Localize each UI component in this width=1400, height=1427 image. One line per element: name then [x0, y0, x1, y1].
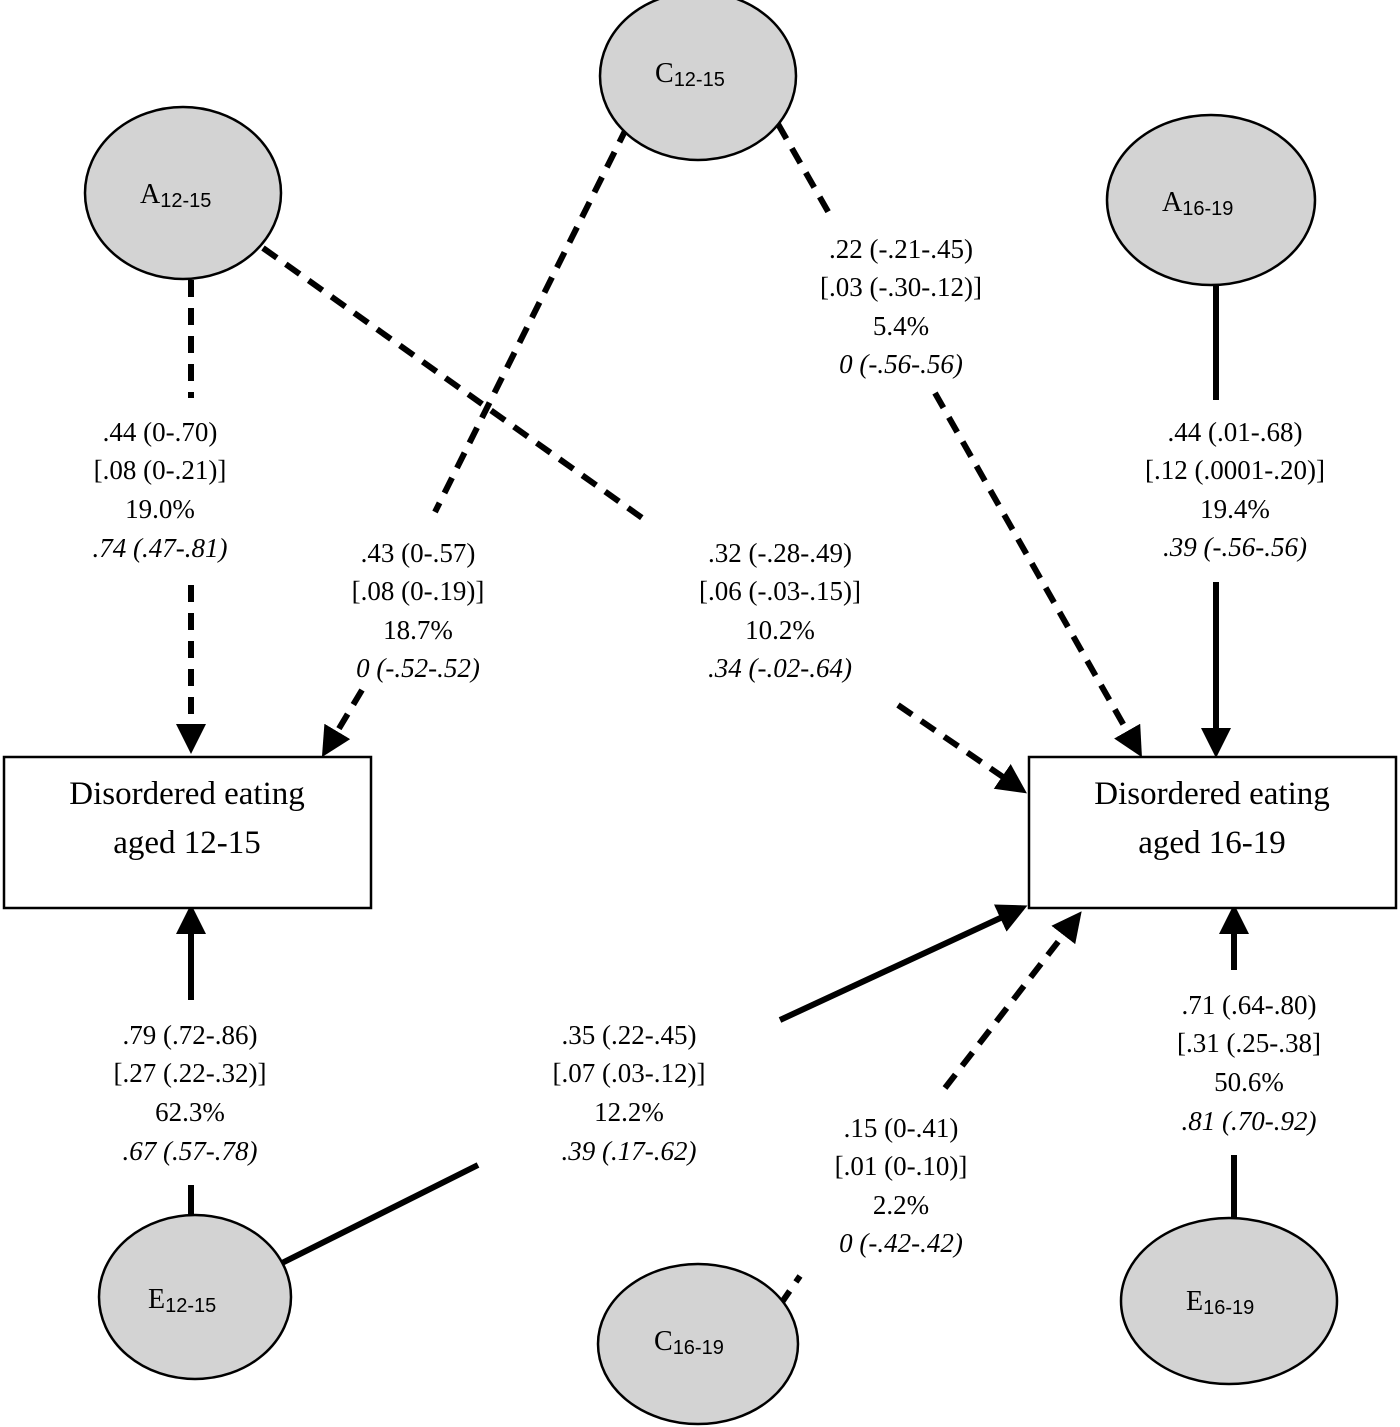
path-variance-percent: 10.2%	[745, 615, 815, 645]
path-correlation: .74 (.47-.81)	[93, 533, 228, 563]
path-estimate: .43 (0-.57)	[361, 538, 476, 568]
path-correlation: .39 (-.56-.56)	[1163, 532, 1307, 562]
path-squared-estimate: [.06 (-.03-.15)]	[699, 576, 861, 606]
latent-node-e-16-19: E16-19	[1119, 1216, 1339, 1386]
box-label-line2: aged 16-19	[1138, 825, 1286, 861]
path-variance-percent: 12.2%	[594, 1097, 664, 1127]
latent-letter: C	[654, 1326, 673, 1357]
latent-subscript: 12-15	[674, 69, 725, 91]
path-variance-percent: 19.0%	[125, 494, 195, 524]
path-squared-estimate: [.27 (.22-.32)]	[114, 1058, 267, 1088]
path-variance-percent: 50.6%	[1214, 1067, 1284, 1097]
path-squared-estimate: [.07 (.03-.12)]	[553, 1058, 706, 1088]
latent-letter: A	[140, 179, 161, 210]
path-squared-estimate: [.01 (0-.10)]	[835, 1151, 968, 1181]
path-correlation: .34 (-.02-.64)	[708, 653, 852, 683]
path-c1-de1	[321, 125, 630, 758]
latent-subscript: 12-15	[165, 1295, 216, 1317]
label-a1-de1: .44 (0-.70) [.08 (0-.21)] 19.0% .74 (.47…	[93, 417, 228, 563]
svg-text:E12-15: E12-15	[148, 1284, 216, 1317]
path-correlation: 0 (-.42-.42)	[839, 1228, 963, 1258]
box-label-line1: Disordered eating	[1094, 776, 1330, 812]
path-c2-de2	[777, 911, 1082, 1307]
latent-subscript: 12-15	[160, 190, 211, 212]
label-c2-de2: .15 (0-.41) [.01 (0-.10)] 2.2% 0 (-.42-.…	[835, 1113, 968, 1258]
latent-node-a-16-19: A16-19	[1105, 113, 1317, 287]
path-correlation: .67 (.57-.78)	[123, 1136, 258, 1166]
path-squared-estimate: [.31 (.25-.38]	[1177, 1028, 1321, 1058]
path-estimate: .44 (.01-.68)	[1168, 417, 1303, 447]
path-variance-percent: 2.2%	[873, 1190, 929, 1220]
label-c1-de1: .43 (0-.57) [.08 (0-.19)] 18.7% 0 (-.52-…	[352, 538, 485, 683]
path-squared-estimate: [.12 (.0001-.20)]	[1145, 455, 1325, 485]
latent-subscript: 16-19	[1203, 1297, 1254, 1319]
latent-subscript: 16-19	[673, 1337, 724, 1359]
latent-letter: E	[148, 1284, 165, 1315]
path-estimate: .44 (0-.70)	[103, 417, 218, 447]
latent-subscript: 16-19	[1182, 198, 1233, 220]
path-variance-percent: 5.4%	[873, 311, 929, 341]
path-e1-de2	[278, 904, 1028, 1267]
latent-node-e-12-15: E12-15	[97, 1213, 293, 1381]
path-squared-estimate: [.08 (0-.21)]	[94, 455, 227, 485]
path-estimate: .35 (.22-.45)	[562, 1020, 697, 1050]
latent-letter: E	[1186, 1286, 1203, 1317]
label-a2-de2: .44 (.01-.68) [.12 (.0001-.20)] 19.4% .3…	[1145, 417, 1325, 562]
path-squared-estimate: [.08 (0-.19)]	[352, 576, 485, 606]
observed-box-disordered-eating-12-15: Disordered eating aged 12-15	[2, 755, 373, 910]
path-a1-de2	[261, 245, 1027, 794]
path-estimate: .32 (-.28-.49)	[708, 538, 852, 568]
path-correlation: 0 (-.56-.56)	[839, 349, 963, 379]
path-squared-estimate: [.03 (-.30-.12)]	[820, 272, 982, 302]
box-label-line2: aged 12-15	[113, 825, 261, 861]
svg-text:E16-19: E16-19	[1186, 1286, 1254, 1319]
latent-letter: A	[1162, 187, 1183, 218]
latent-node-c-12-15: C12-15	[598, 0, 798, 162]
observed-box-disordered-eating-16-19: Disordered eating aged 16-19	[1027, 755, 1398, 910]
path-variance-percent: 19.4%	[1200, 494, 1270, 524]
path-variance-percent: 18.7%	[383, 615, 453, 645]
label-e2-de2: .71 (.64-.80) [.31 (.25-.38] 50.6% .81 (…	[1177, 990, 1321, 1136]
path-estimate: .22 (-.21-.45)	[829, 234, 973, 264]
svg-text:A12-15: A12-15	[140, 179, 211, 212]
latent-node-c-16-19: C16-19	[596, 1262, 800, 1426]
svg-text:C16-19: C16-19	[654, 1326, 724, 1359]
path-c1-de2	[775, 122, 1142, 758]
svg-text:C12-15: C12-15	[655, 58, 725, 91]
path-correlation: .81 (.70-.92)	[1182, 1106, 1317, 1136]
path-estimate: .15 (0-.41)	[844, 1113, 959, 1143]
path-variance-percent: 62.3%	[155, 1097, 225, 1127]
label-e1-de1: .79 (.72-.86) [.27 (.22-.32)] 62.3% .67 …	[114, 1020, 267, 1166]
path-correlation: .39 (.17-.62)	[562, 1136, 697, 1166]
label-e1-de2: .35 (.22-.45) [.07 (.03-.12)] 12.2% .39 …	[553, 1020, 706, 1166]
svg-text:A16-19: A16-19	[1162, 187, 1233, 220]
path-correlation: 0 (-.52-.52)	[356, 653, 480, 683]
label-a1-de2: .32 (-.28-.49) [.06 (-.03-.15)] 10.2% .3…	[699, 538, 861, 683]
latent-letter: C	[655, 58, 674, 89]
label-c1-de2: .22 (-.21-.45) [.03 (-.30-.12)] 5.4% 0 (…	[820, 234, 982, 379]
path-estimate: .79 (.72-.86)	[123, 1020, 258, 1050]
latent-node-a-12-15: A12-15	[83, 105, 283, 281]
path-estimate: .71 (.64-.80)	[1182, 990, 1317, 1020]
box-label-line1: Disordered eating	[69, 776, 305, 812]
